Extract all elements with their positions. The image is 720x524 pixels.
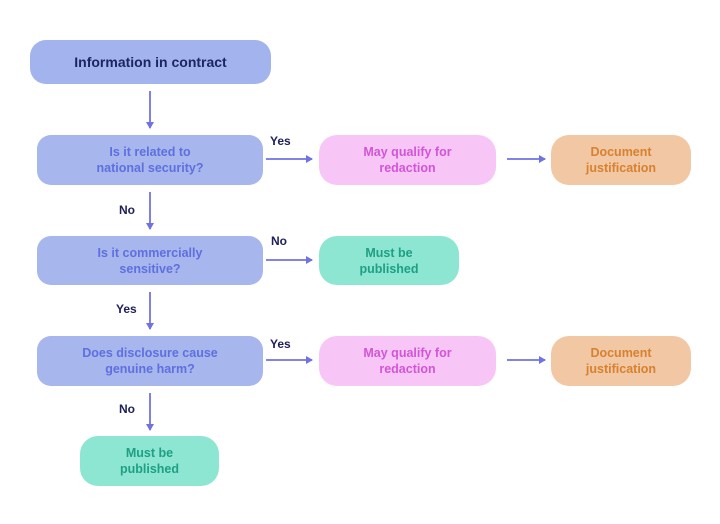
outcome-must-be-published-1-text: Must be published (359, 245, 419, 276)
edge-label-q3-no: No (119, 402, 135, 416)
decision-genuine-harm-text: Does disclosure cause genuine harm? (82, 346, 218, 376)
edge-label-q2-no: No (271, 234, 287, 248)
outcome-redaction-2-text: May qualify for redaction (363, 346, 452, 376)
outcome-redaction-2: May qualify for redaction (319, 336, 496, 386)
decision-national-security: Is it related to national security? (37, 135, 263, 185)
outcome-must-be-published-1: Must be published (319, 236, 459, 285)
decision-commercially-sensitive-text: Is it commercially sensitive? (97, 245, 203, 276)
edge-label-q3-yes: Yes (270, 337, 291, 351)
outcome-must-be-published-2-text: Must be published (119, 446, 180, 476)
outcome-redaction-1-text: May qualify for redaction (363, 145, 452, 175)
decision-national-security-text: Is it related to national security? (96, 145, 204, 175)
decision-genuine-harm: Does disclosure cause genuine harm? (37, 336, 263, 386)
outcome-document-justification-1-text: Document justification (585, 145, 657, 175)
outcome-redaction-1: May qualify for redaction (319, 135, 496, 185)
edge-label-q1-no: No (119, 203, 135, 217)
decision-commercially-sensitive: Is it commercially sensitive? (37, 236, 263, 285)
outcome-document-justification-2-text: Document justification (585, 346, 657, 376)
outcome-must-be-published-2: Must be published (80, 436, 219, 486)
outcome-document-justification-1: Document justification (551, 135, 691, 185)
start-node: Information in contract (30, 40, 271, 84)
outcome-document-justification-2: Document justification (551, 336, 691, 386)
start-node-text: Information in contract (74, 54, 227, 70)
edge-label-q1-yes: Yes (270, 134, 291, 148)
edge-label-q2-yes: Yes (116, 302, 137, 316)
